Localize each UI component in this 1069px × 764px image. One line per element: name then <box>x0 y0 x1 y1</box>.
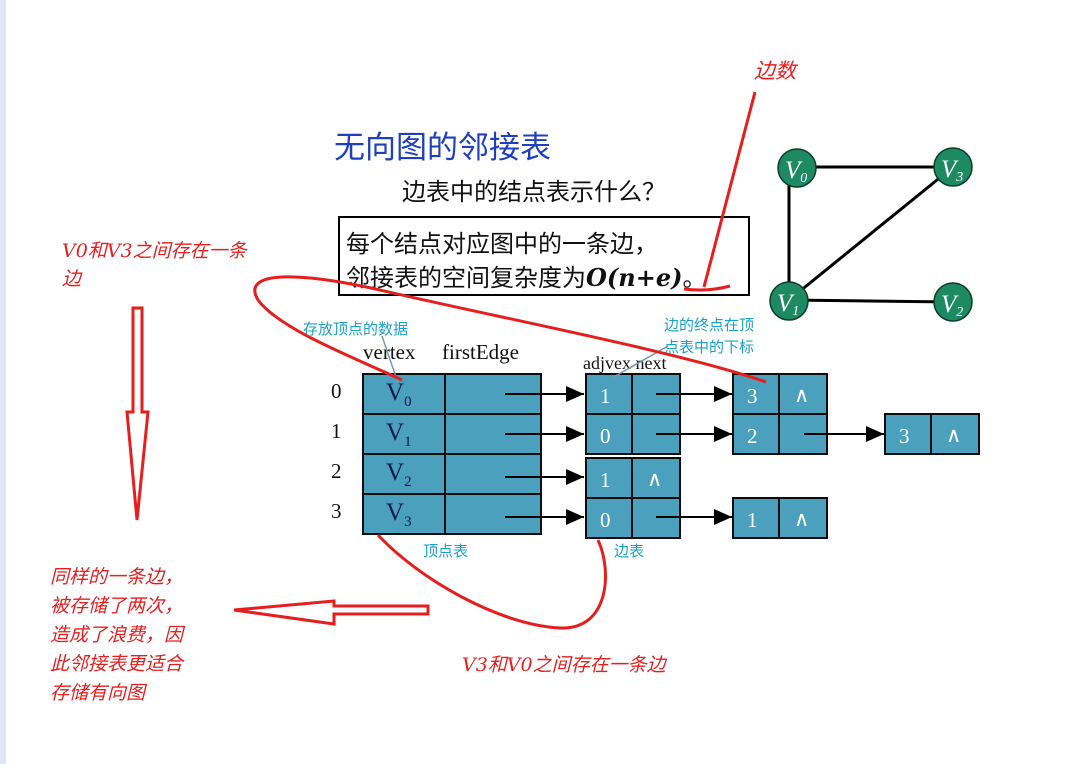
graph-node-v0: V0 <box>777 148 817 188</box>
adjvex-value: 2 <box>747 424 758 448</box>
slide-title: 无向图的邻接表 <box>334 130 551 166</box>
conclusion-line-4: 此邻接表更适合 <box>50 653 184 675</box>
complexity-formula: O(n+e) <box>586 263 683 292</box>
edge-count-note: 边数 <box>754 59 796 83</box>
vertex-sub-2: 2 <box>404 474 412 490</box>
edge-node-next <box>778 413 828 455</box>
graph-edge-v1-v2 <box>788 298 954 304</box>
left-edge-strip <box>0 0 6 764</box>
edge-node-adjvex: 3 <box>732 373 780 415</box>
vertex-name-3: V <box>386 499 405 526</box>
row-index-2: 2 <box>331 459 342 483</box>
svg-text:V0: V0 <box>785 157 807 186</box>
adjvex-value: 1 <box>600 468 611 492</box>
firstedge-cell-2 <box>444 453 542 495</box>
edge-node-adjvex: 1 <box>585 457 633 499</box>
next-value: ∧ <box>794 383 810 407</box>
conclusion-line-1: 同样的一条边， <box>50 566 184 588</box>
answer-line-1: 每个结点对应图中的一条边， <box>346 230 658 258</box>
vertex-name-2: V <box>386 459 405 486</box>
graph-edge-v1-v3 <box>788 165 954 302</box>
adjvex-value: 3 <box>899 424 910 448</box>
adjvex-value: 3 <box>747 384 758 408</box>
answer-line-2: 邻接表的空间复杂度为O(n+e)。 <box>346 258 706 293</box>
adjvex-value: 1 <box>600 384 611 408</box>
answer-suffix: 。 <box>682 264 707 292</box>
vertex-cell-0: V0 <box>362 373 446 415</box>
question-text: 边表中的结点表示什么？ <box>402 178 666 206</box>
header-adjvex-next: adjvex next <box>583 353 667 373</box>
svg-text:V2: V2 <box>941 291 963 320</box>
header-vertex: vertex <box>363 340 416 364</box>
conclusion-line-2: 被存储了两次， <box>50 595 184 617</box>
firstedge-cell-3 <box>444 493 542 535</box>
svg-text:V1: V1 <box>777 290 799 319</box>
adjvex-value: 0 <box>600 424 611 448</box>
edge-target-note-line2: 点表中的下标 <box>664 338 755 356</box>
edge-node-adjvex: 0 <box>585 497 633 539</box>
undirected-graph: V0 V3 V1 V2 <box>769 147 973 322</box>
answer-prefix: 邻接表的空间复杂度为 <box>346 264 586 292</box>
next-value: ∧ <box>794 507 810 531</box>
edge-node-adjvex: 2 <box>732 413 780 455</box>
vertex-table-label: 顶点表 <box>423 542 469 560</box>
edge-node-next: ∧ <box>930 413 980 455</box>
vertex-sub-3: 3 <box>404 514 412 530</box>
edge-node-adjvex: 1 <box>585 373 633 415</box>
firstedge-cell-0 <box>444 373 542 415</box>
next-value: ∧ <box>946 423 962 447</box>
row-index-1: 1 <box>331 419 342 443</box>
v0-v3-note-line1: V0和V3之间存在一条 <box>62 240 247 262</box>
v3-v0-loop <box>376 533 607 630</box>
svg-text:V3: V3 <box>941 156 963 185</box>
vertex-cell-3: V3 <box>362 493 446 535</box>
vertex-sub-0: 0 <box>404 394 412 410</box>
edge-node-adjvex: 3 <box>884 413 932 455</box>
edge-node-next <box>631 373 681 415</box>
edge-target-note-line1: 边的终点在顶 <box>664 316 755 334</box>
graph-node-v2: V2 <box>933 282 973 322</box>
edge-node-next: ∧ <box>778 373 828 415</box>
next-value: ∧ <box>647 467 663 491</box>
edge-node-next: ∧ <box>631 457 681 499</box>
conclusion-line-3: 造成了浪费，因 <box>50 624 184 646</box>
conclusion-line-5: 存储有向图 <box>50 682 146 704</box>
v3-v0-note: V3和V0之间存在一条边 <box>462 654 666 676</box>
graph-node-v3: V3 <box>933 147 973 187</box>
down-arrow <box>125 306 150 521</box>
edge-node-next <box>631 413 681 455</box>
vertex-store-note: 存放顶点的数据 <box>303 320 409 338</box>
edge-node-next: ∧ <box>778 497 828 539</box>
vertex-name-1: V <box>386 419 405 446</box>
v0-v3-note-line2: 边 <box>62 268 82 290</box>
edge-table-label: 边表 <box>614 542 645 560</box>
edge-node-next <box>631 497 681 539</box>
graph-node-v1: V1 <box>769 281 809 321</box>
adjvex-value: 0 <box>600 508 611 532</box>
edge-node-adjvex: 1 <box>732 497 780 539</box>
adjvex-value: 1 <box>747 508 758 532</box>
vertex-name-0: V <box>386 379 405 406</box>
row-index-3: 3 <box>331 499 342 523</box>
edge-node-adjvex: 0 <box>585 413 633 455</box>
vertex-cell-1: V1 <box>362 413 446 455</box>
firstedge-cell-1 <box>444 413 542 455</box>
vertex-cell-2: V2 <box>362 453 446 495</box>
header-firstedge: firstEdge <box>442 340 519 364</box>
row-index-0: 0 <box>331 379 342 403</box>
vertex-sub-1: 1 <box>404 434 412 450</box>
left-arrow <box>233 599 430 626</box>
